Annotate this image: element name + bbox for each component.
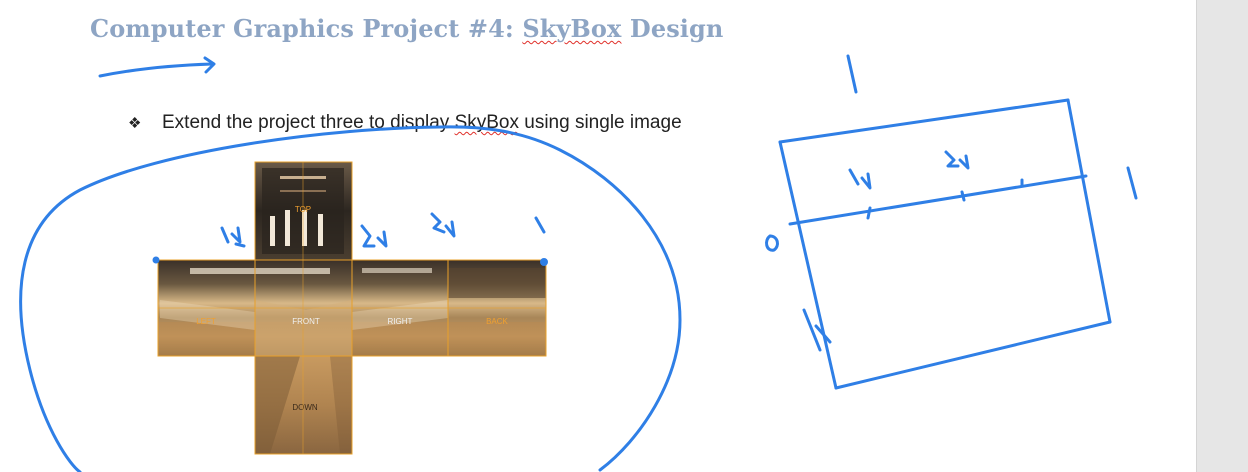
title-suffix: Design [621, 14, 724, 43]
face-label-back: BACK [486, 317, 508, 326]
document-title: Computer Graphics Project #4: SkyBox Des… [90, 14, 723, 43]
document-page: Computer Graphics Project #4: SkyBox Des… [19, 14, 1138, 472]
document-side-panel [1196, 0, 1248, 472]
face-label-left: LEFT [196, 317, 216, 326]
title-prefix: Computer Graphics Project #4: [90, 14, 523, 43]
face-label-right: RIGHT [388, 317, 413, 326]
face-label-down: DOWN [292, 403, 318, 412]
title-skybox-word: SkyBox [522, 14, 622, 43]
face-label-front: FRONT [292, 317, 320, 326]
skybox-face-grid [157, 161, 547, 455]
skybox-cross-image: TOP DOWN [157, 161, 547, 455]
